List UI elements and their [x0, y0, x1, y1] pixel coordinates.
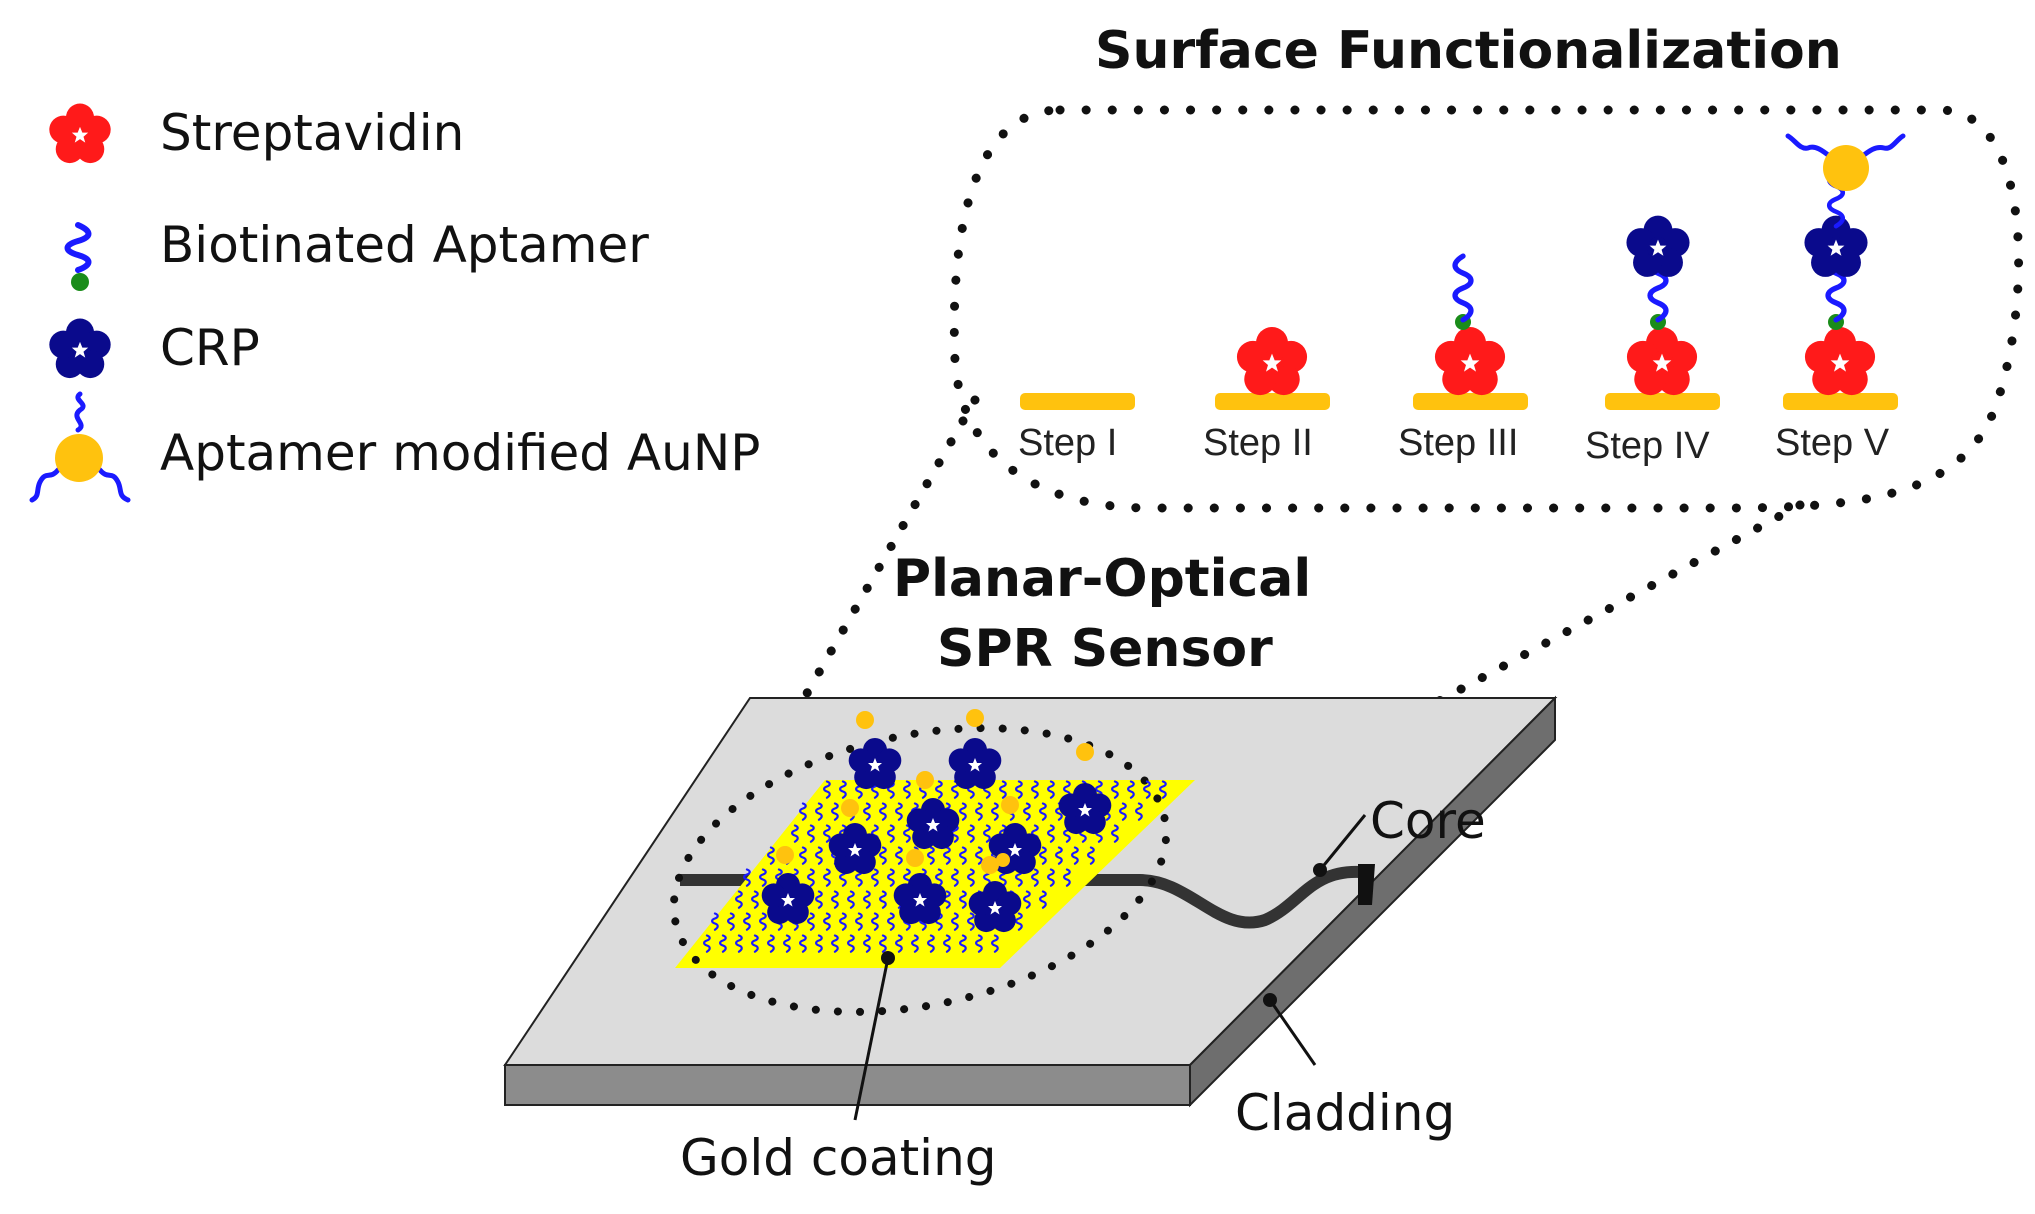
step-2: Step II — [1203, 327, 1330, 464]
gold-coating-label: Gold coating — [680, 1129, 997, 1187]
aunp-icon — [841, 799, 859, 817]
zoom-outline — [949, 105, 2024, 513]
core-label: Core — [1370, 792, 1486, 850]
diagram-title: Surface Functionalization — [1095, 21, 1842, 81]
legend: Streptavidin Biotinated Aptamer CRP Apta… — [29, 103, 760, 503]
aunp-icon — [1785, 133, 1906, 191]
gold-film — [675, 780, 1195, 968]
legend-item-aptamer: Biotinated Aptamer — [64, 216, 649, 291]
step-4: Step IV — [1585, 215, 1720, 467]
aptamer-icon — [1455, 256, 1471, 320]
legend-label: Streptavidin — [160, 104, 464, 162]
sensor-title-line2: SPR Sensor — [937, 619, 1273, 679]
step-label: Step III — [1398, 422, 1518, 464]
gold-bar — [1215, 393, 1330, 410]
gold-bar — [1020, 393, 1135, 410]
aunp-icon — [1076, 743, 1094, 761]
step-3: Step III — [1398, 256, 1528, 464]
aunp-icon — [996, 853, 1010, 867]
slab-right — [1189, 695, 1556, 1108]
aunp-icon — [856, 711, 874, 729]
waveguide-end — [1358, 864, 1375, 905]
sensor-title-line1: Planar-Optical — [893, 549, 1311, 609]
legend-item-streptavidin: Streptavidin — [49, 103, 464, 164]
step-label: Step IV — [1585, 425, 1710, 467]
streptavidin-icon — [1434, 327, 1506, 396]
step-label: Step V — [1775, 422, 1890, 464]
aunp-icon — [776, 846, 794, 864]
aunp-icon — [29, 391, 131, 503]
step-5: Step V — [1775, 133, 1906, 464]
aptamer-icon — [64, 222, 92, 291]
sensing-area-outline — [669, 724, 1171, 1016]
aunp-icon — [981, 856, 999, 874]
crp-icon — [49, 318, 111, 379]
label-gold-coating: Gold coating — [680, 951, 997, 1187]
label-core: Core — [1313, 792, 1486, 877]
legend-label: Aptamer modified AuNP — [160, 424, 760, 482]
aunp-icon — [1001, 796, 1019, 814]
legend-item-aunp: Aptamer modified AuNP — [29, 391, 760, 503]
aunp-icon — [916, 771, 934, 789]
gold-bar — [1413, 393, 1528, 410]
streptavidin-icon — [1804, 327, 1876, 396]
aunp-icon — [906, 849, 924, 867]
streptavidin-icon — [1236, 327, 1308, 396]
step-1: Step I — [1018, 393, 1135, 464]
streptavidin-icon — [49, 103, 111, 164]
slab-front — [504, 1064, 1191, 1106]
step-label: Step II — [1203, 422, 1313, 464]
streptavidin-icon — [1626, 327, 1698, 396]
label-cladding: Cladding — [1235, 993, 1455, 1142]
waveguide-core — [680, 865, 1372, 929]
aunp-icon — [966, 709, 984, 727]
step-label: Step I — [1018, 422, 1117, 464]
cladding-label: Cladding — [1235, 1084, 1455, 1142]
aunp-layer — [776, 709, 1094, 874]
gold-bar — [1605, 393, 1720, 410]
sensor-chip — [503, 695, 1558, 1108]
legend-label: CRP — [160, 319, 260, 377]
legend-label: Biotinated Aptamer — [160, 216, 649, 274]
crp-icon — [1626, 215, 1690, 277]
gold-bar — [1783, 393, 1898, 410]
legend-item-crp: CRP — [49, 318, 260, 379]
